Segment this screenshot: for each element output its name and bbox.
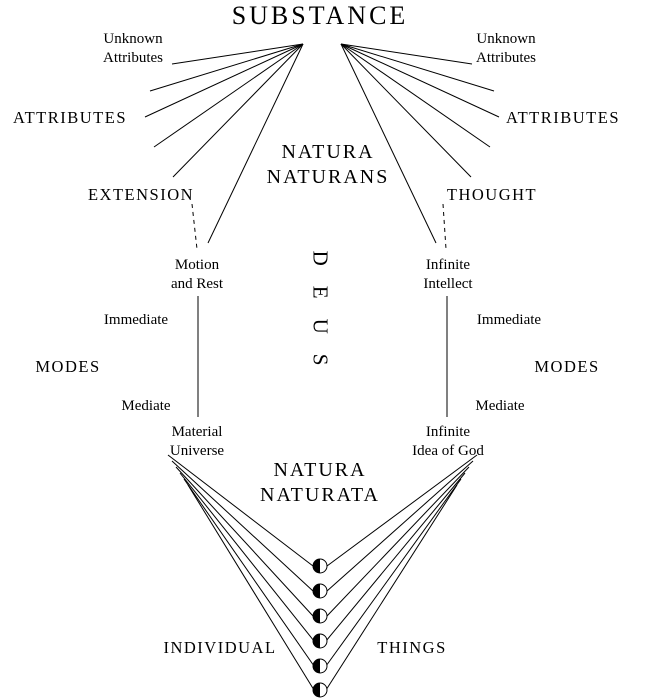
modes-things-lines-right [325,454,478,691]
thought-label: THOUGHT [446,185,538,204]
thought-mode-dashed-link [442,203,447,250]
natura-naturans-label: NATURA NATURANS [266,141,390,188]
substance-label: SUBSTANCE [231,1,409,30]
individual-thing-nodes [312,558,328,698]
infinite-idea-of-god-label: Infinite Idea of God [412,424,484,459]
mediate-right-label: Mediate [475,398,525,414]
extension-label: EXTENSION [87,185,195,204]
motion-and-rest-label: Motion and Rest [170,257,224,292]
individual-thing-node [312,608,328,624]
immediate-left-label: Immediate [103,312,169,328]
infinite-intellect-label: Infinite Intellect [423,257,473,292]
substance-attribute-lines-left [144,43,304,244]
immediate-right-label: Immediate [476,312,542,328]
individual-thing-node [312,558,328,574]
modes-things-lines-left [167,454,315,691]
modes-left-label: MODES [35,357,101,376]
modes-right-label: MODES [534,357,600,376]
substance-attribute-lines-right [340,43,500,244]
attributes-right-label: ATTRIBUTES [506,108,620,127]
extension-mode-dashed-link [191,203,198,250]
individual-label: INDIVIDUAL [163,638,277,657]
attributes-left-label: ATTRIBUTES [13,108,127,127]
unknown-attributes-left-label: Unknown Attributes [103,31,163,66]
things-label: THINGS [377,638,447,657]
mediate-left-label: Mediate [121,398,171,414]
material-universe-label: Material Universe [169,424,225,459]
natura-naturata-label: NATURA NATURATA [260,459,380,506]
individual-thing-node [312,633,328,649]
individual-thing-node [312,658,328,674]
unknown-attributes-right-label: Unknown Attributes [476,31,536,66]
individual-thing-node [312,682,328,698]
deus-label: DEUS [308,250,333,386]
individual-thing-node [312,583,328,599]
